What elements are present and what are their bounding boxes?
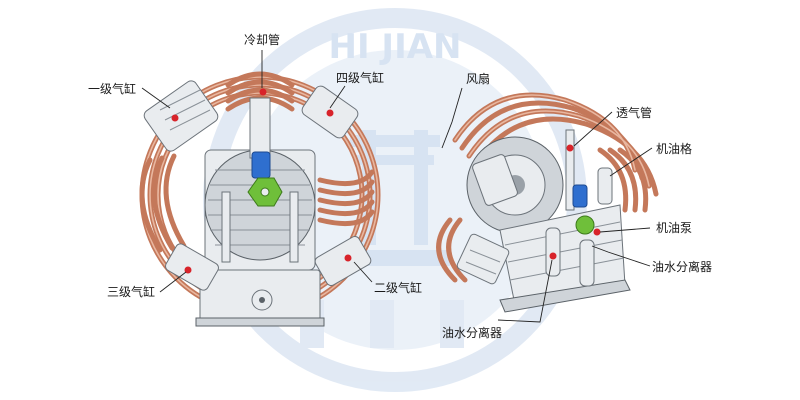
callout-oil-filter: 机油格 [609,141,692,177]
label-cooling-tube: 冷却管 [244,32,280,47]
first-stage-cylinder [143,80,219,152]
callout-second-stage: 二级气缸 [353,261,422,295]
callout-breather-tube: 透气管 [573,105,652,147]
watermark-text: HI JIAN [328,27,461,67]
third-stage-cylinder [165,243,219,291]
callout-separator-bottom: 油水分离器 [442,259,553,340]
callout-separator-right: 油水分离器 [591,245,712,274]
label-breather-tube: 透气管 [616,105,652,120]
label-second-stage-cylinder: 二级气缸 [374,280,422,295]
label-oil-pump: 机油泵 [656,221,692,235]
fourth-stage-marker [326,109,334,117]
label-first-stage-cylinder: 一级气缸 [88,81,136,96]
callout-oil-pump: 机油泵 [599,221,692,235]
left-center-valve [247,88,283,207]
callout-third-stage: 三级气缸 [107,271,187,299]
label-fan: 风扇 [466,71,490,86]
label-fourth-stage-cylinder: 四级气缸 [336,70,384,85]
second-stage-marker [344,254,352,262]
label-third-stage-cylinder: 三级气缸 [107,284,155,299]
oil-pump-marker [593,228,601,236]
left-compressor [139,71,381,327]
callout-cooling-tube: 冷却管 [244,32,280,88]
right-compressor [436,92,659,313]
callout-fourth-stage: 四级气缸 [329,70,384,109]
callout-fan: 风扇 [441,71,490,149]
separator-marker [549,252,557,260]
second-stage-cylinder [314,235,372,287]
oil-pump [572,184,601,236]
fan-housing [466,136,564,234]
fourth-stage-cylinder [301,85,359,139]
first-stage-marker [171,114,179,122]
callout-first-stage: 一级气缸 [88,81,171,109]
third-stage-marker [184,266,192,274]
breather-marker [566,144,574,152]
label-oil-water-separator-right: 油水分离器 [652,259,712,274]
label-oil-water-separator-bottom: 油水分离器 [442,325,502,340]
label-oil-filter: 机油格 [656,141,692,156]
cooling-tube-marker [259,88,267,96]
right-cooling-coils [436,92,659,283]
